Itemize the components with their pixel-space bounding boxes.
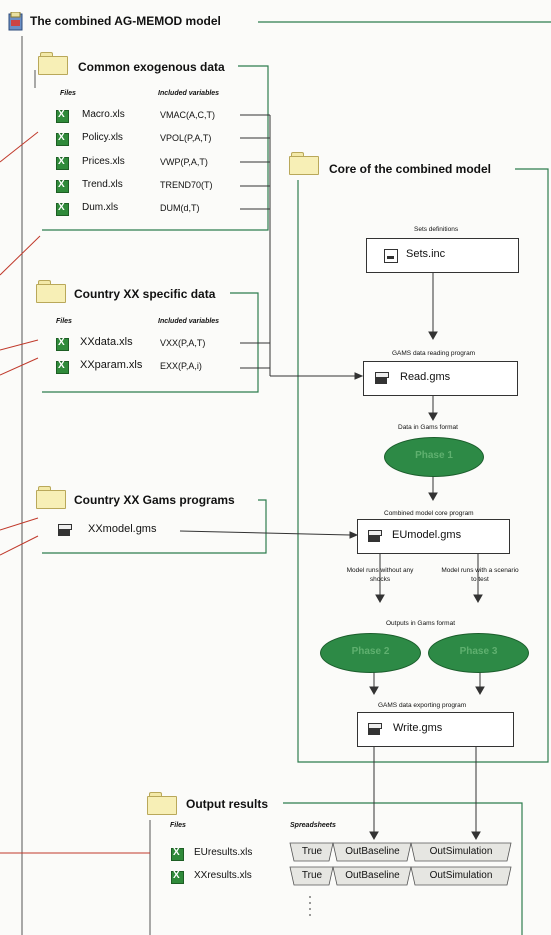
vars-header: Included variables — [158, 90, 220, 97]
include-file-icon — [384, 249, 398, 263]
excel-icon — [56, 132, 69, 146]
phase3-label: Phase 3 — [459, 646, 498, 657]
output-title: Output results — [186, 797, 269, 811]
read-caption: GAMS data reading program — [392, 350, 476, 357]
sheet-tab: OutBaseline — [345, 846, 400, 857]
excel-icon — [56, 337, 69, 351]
core-file: EUmodel.gms — [392, 529, 462, 541]
file-name: EUresults.xls — [194, 847, 253, 858]
excel-icon — [56, 179, 69, 193]
folder-icon — [289, 152, 319, 175]
folder-icon — [36, 486, 66, 509]
sheet-tab: OutSimulation — [429, 846, 493, 857]
sets-file: Sets.inc — [406, 248, 446, 260]
core-program-caption: Combined model core program — [384, 510, 474, 517]
file-name: Trend.xls — [82, 179, 123, 190]
sheets-header: Spreadsheets — [290, 822, 336, 829]
files-header: Files — [56, 318, 72, 325]
gams-file-icon — [375, 372, 389, 384]
file-name: Dum.xls — [82, 202, 119, 213]
sheet-tab: OutBaseline — [345, 870, 400, 881]
files-header: Files — [170, 822, 186, 829]
excel-icon — [56, 156, 69, 170]
gams-file-icon — [368, 530, 382, 542]
variable-name: VPOL(P,A,T) — [160, 133, 212, 143]
excel-icon — [56, 202, 69, 216]
phase1-ellipse: Phase 1 — [384, 437, 484, 477]
sheet-tab: True — [301, 846, 323, 857]
variable-name: VMAC(A,C,T) — [160, 110, 215, 120]
excel-icon — [56, 360, 69, 374]
export-caption: GAMS data exporting program — [378, 702, 467, 709]
read-file: Read.gms — [400, 371, 451, 383]
phase3-ellipse: Phase 3 — [428, 633, 529, 673]
variable-name: EXX(P,A,i) — [160, 361, 202, 371]
excel-icon — [171, 847, 184, 861]
write-box — [357, 712, 514, 747]
excel-icon — [56, 109, 69, 123]
variable-name: DUM(d,T) — [160, 203, 200, 213]
runs-right-caption: Model runs with a scenario to test — [441, 567, 519, 583]
sheet-tab: OutSimulation — [429, 870, 493, 881]
file-name: XXdata.xls — [80, 336, 133, 348]
variable-name: VWP(P,A,T) — [160, 157, 208, 167]
data-caption: Data in Gams format — [398, 424, 458, 431]
read-box — [363, 361, 518, 396]
file-name: Prices.xls — [82, 156, 125, 167]
page-title: The combined AG-MEMOD model — [30, 14, 221, 28]
file-name: XXparam.xls — [80, 359, 143, 371]
phase1-label: Phase 1 — [415, 450, 453, 461]
vars-header: Included variables — [158, 318, 220, 325]
exogenous-title: Common exogenous data — [78, 60, 225, 74]
core-program-box — [357, 519, 510, 554]
country-title: Country XX specific data — [74, 287, 216, 301]
folder-icon — [36, 280, 66, 303]
gams-file-icon — [368, 723, 382, 735]
core-title: Core of the combined model — [329, 162, 492, 176]
variable-name: VXX(P,A,T) — [160, 338, 206, 348]
excel-icon — [171, 870, 184, 884]
runs-left-caption: Model runs without any shocks — [346, 567, 414, 583]
file-name: XXresults.xls — [194, 870, 252, 881]
outputs-caption: Outputs in Gams format — [386, 620, 455, 627]
write-file: Write.gms — [393, 722, 443, 734]
sheet-tab: True — [301, 870, 323, 881]
model-icon — [8, 11, 24, 32]
file-name: XXmodel.gms — [88, 523, 157, 535]
folder-icon — [147, 792, 177, 815]
variable-name: TREND70(T) — [160, 180, 213, 190]
files-header: Files — [60, 90, 76, 97]
file-name: Macro.xls — [82, 109, 125, 120]
gams-programs-title: Country XX Gams programs — [74, 493, 235, 507]
file-name: Policy.xls — [82, 132, 123, 143]
gams-file-icon — [58, 524, 72, 536]
folder-icon — [38, 52, 68, 75]
sets-caption: Sets definitions — [414, 226, 459, 233]
phase2-ellipse: Phase 2 — [320, 633, 421, 673]
phase2-label: Phase 2 — [351, 646, 390, 657]
